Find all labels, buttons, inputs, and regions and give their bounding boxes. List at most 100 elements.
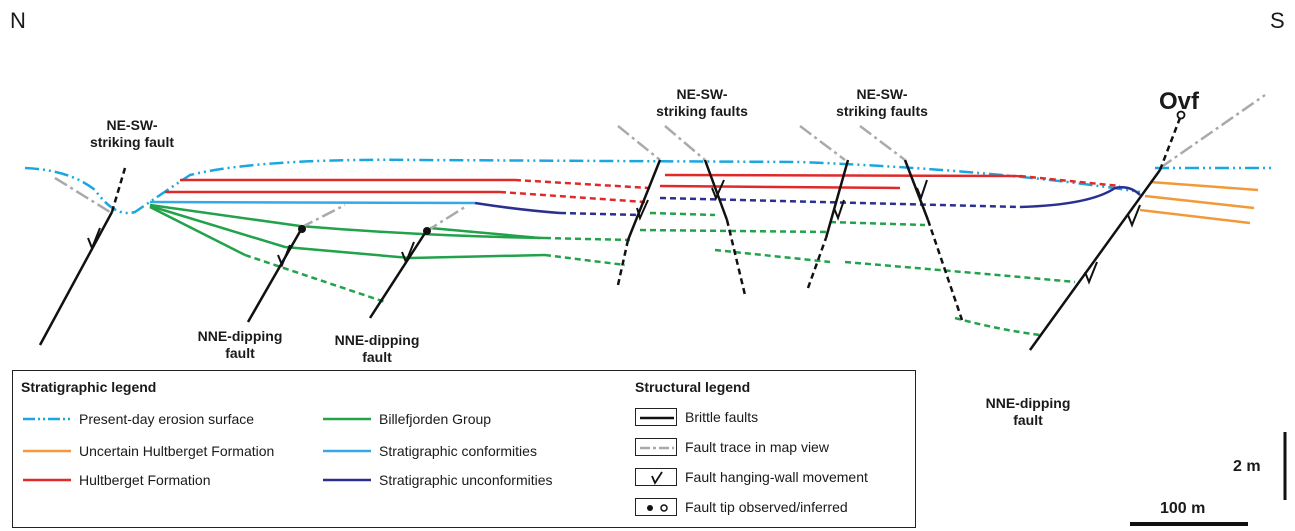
fault-mid2b: [903, 159, 930, 221]
hultberget-lower-dashed: [499, 190, 646, 204]
unconformities-swatch: [323, 478, 371, 482]
billefjorden-2-dashed: [544, 253, 626, 267]
hultberget-lower-b: [659, 184, 901, 190]
fault-mid1a: [626, 159, 662, 241]
structural-legend-title: Structural legend: [635, 379, 751, 395]
trace-nne1: [299, 203, 346, 230]
unconformity-dashed: [559, 211, 641, 217]
hultberget-swatch: [23, 478, 71, 482]
fault-nne1: [246, 227, 304, 323]
fault-tip-inferred-ovf: [1176, 110, 1186, 120]
stratigraphic-legend-title: Stratigraphic legend: [21, 379, 157, 395]
trace-nne2: [424, 205, 466, 234]
uncertain-hultberget-3: [1139, 208, 1251, 225]
billefjorden-mid-dashed-3: [714, 248, 831, 264]
erosion-surface-line: [24, 158, 1141, 215]
billefjorden-1-dashed: [544, 236, 631, 242]
trace-left: [54, 176, 111, 214]
hw-tick-ovf-2: [1127, 204, 1141, 228]
legend-label-uncertain-hultberget: Uncertain Hultberget Formation: [79, 443, 275, 459]
legend-label-erosion: Present-day erosion surface: [79, 411, 255, 427]
legend-label-conformities: Stratigraphic conformities: [379, 443, 537, 459]
label-ne-sw-mid1: NE-SW- striking faults: [656, 86, 748, 119]
billefjorden-3-dashed: [244, 253, 386, 304]
legend-label-brittle: Brittle faults: [685, 409, 759, 425]
legend-item-uncertain-hultberget: Uncertain Hultberget Formation: [21, 441, 274, 461]
legend-item-movement: Fault hanging-wall movement: [635, 467, 868, 487]
hw-tick-ovf-1: [1084, 261, 1098, 285]
trace-mid2a: [799, 125, 846, 161]
label-nne-3: NNE-dipping fault: [985, 395, 1071, 428]
fault-left-dashed: [110, 167, 127, 213]
fault-left: [38, 211, 114, 346]
legend-item-billefjorden: Billefjorden Group: [321, 409, 491, 429]
label-nne-2: NNE-dipping fault: [334, 332, 420, 365]
legend-item-unconformities: Stratigraphic unconformities: [321, 470, 553, 490]
hw-tick-left: [87, 227, 101, 251]
fault-mid2a-dashed: [806, 237, 828, 289]
legend-box: Stratigraphic legend Present-day erosion…: [12, 370, 916, 528]
billefjorden-4: [429, 226, 541, 240]
fault-mid1a-dashed: [616, 239, 630, 286]
fault-mid1b: [703, 159, 729, 221]
legend-label-fault-tip: Fault tip observed/inferred: [685, 499, 848, 515]
hw-tick-nne2: [401, 241, 415, 265]
south-label: S: [1270, 8, 1285, 33]
billefjorden-right-dashed-3: [954, 316, 1041, 337]
unconformity-line: [474, 201, 561, 215]
legend-label-trace: Fault trace in map view: [685, 439, 829, 455]
hw-tick-mid1b: [711, 179, 725, 201]
trace-mid1a: [617, 125, 661, 161]
scale-vertical-label: 2 m: [1233, 458, 1261, 475]
conformity-line: [149, 200, 476, 205]
legend-item-hultberget: Hultberget Formation: [21, 470, 211, 490]
hw-tick-mid1a: [636, 199, 649, 221]
legend-item-conformities: Stratigraphic conformities: [321, 441, 537, 461]
label-ne-sw-left: NE-SW- striking fault: [89, 117, 174, 150]
fault-mid2b-dashed: [926, 219, 964, 321]
erosion-swatch: [23, 417, 71, 421]
hw-tick-mid2a: [833, 199, 845, 221]
conformities-swatch: [323, 449, 371, 453]
billefjorden-3: [149, 205, 246, 257]
trace-right: [1159, 93, 1266, 170]
north-label: N: [10, 8, 26, 33]
legend-item-trace: Fault trace in map view: [635, 437, 829, 457]
billefjorden-right-dashed-2: [844, 260, 1076, 284]
fault-tip-observed-2: [423, 227, 431, 235]
fault-ovf: [1028, 169, 1162, 351]
fault-tip-observed-1: [298, 225, 306, 233]
billefjorden-right-dashed: [829, 220, 926, 227]
legend-item-fault-tip: Fault tip observed/inferred: [635, 497, 848, 517]
hultberget-upper-dashed: [514, 178, 651, 190]
billefjorden-mid-dashed-2: [639, 228, 831, 234]
fault-tip-swatch: [635, 498, 677, 516]
billefjorden-2: [149, 204, 546, 260]
label-ne-sw-mid2: NE-SW- striking faults: [836, 86, 928, 119]
legend-label-unconformities: Stratigraphic unconformities: [379, 472, 553, 488]
fault-nne2: [368, 229, 429, 319]
movement-swatch: [635, 468, 677, 486]
uncertain-hultberget-1: [1149, 180, 1259, 192]
billefjorden-mid-dashed: [649, 211, 716, 217]
conformity-dashed: [659, 196, 1021, 209]
legend-label-billefjorden: Billefjorden Group: [379, 411, 492, 427]
fault-mid1b-dashed: [725, 219, 747, 296]
legend-item-brittle: Brittle faults: [635, 407, 758, 427]
scale-horizontal-label: 100 m: [1160, 500, 1206, 517]
billefjorden-swatch: [323, 417, 371, 421]
unconformity-right: [1019, 186, 1141, 209]
label-nne-1: NNE-dipping fault: [197, 328, 283, 361]
fault-mid2a: [824, 159, 850, 239]
uncertain-hultberget-2: [1144, 194, 1255, 210]
trace-swatch: [635, 438, 677, 456]
brittle-swatch: [635, 408, 677, 426]
hw-tick-nne1: [277, 244, 291, 268]
uncertain-hultberget-swatch: [23, 449, 71, 453]
billefjorden-1: [149, 203, 546, 240]
legend-item-erosion: Present-day erosion surface: [21, 409, 254, 429]
trace-mid2b: [859, 125, 906, 161]
legend-label-movement: Fault hanging-wall movement: [685, 469, 868, 485]
trace-mid1b: [664, 125, 706, 161]
